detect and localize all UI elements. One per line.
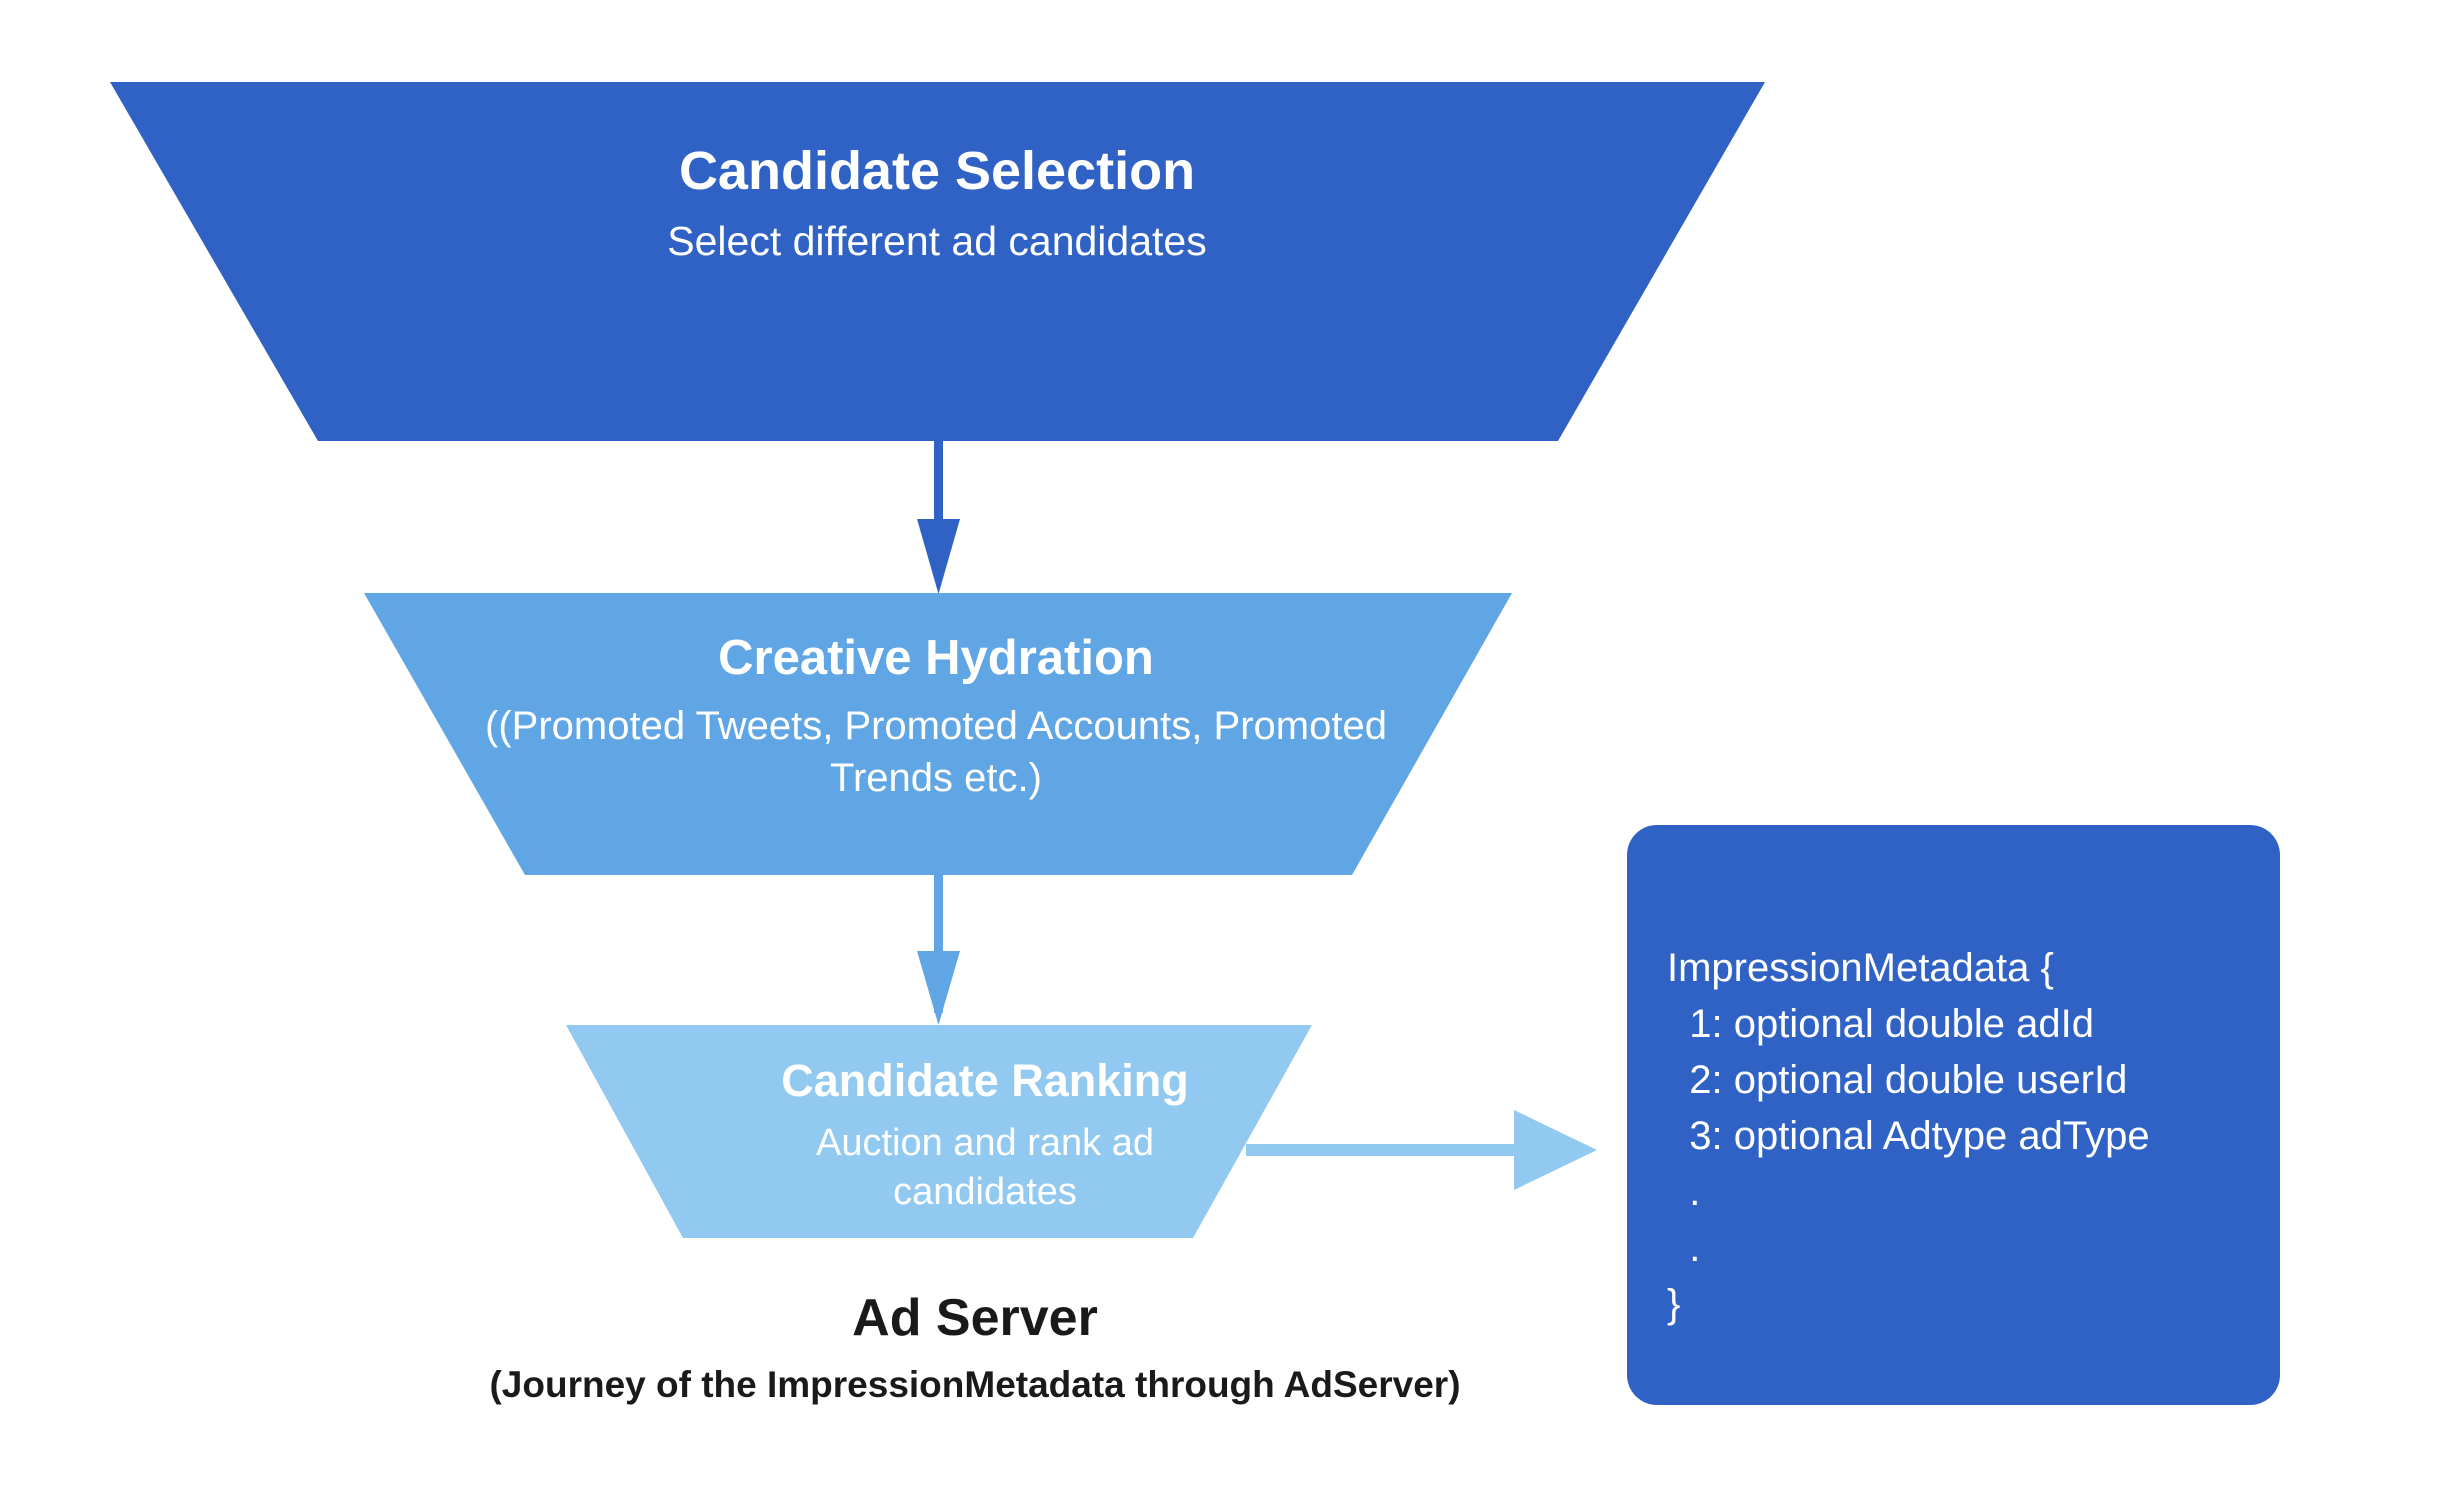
stage-subtitle-line: Select different ad candidates — [667, 218, 1207, 265]
diagram-caption: Ad Server (Journey of the ImpressionMeta… — [260, 1289, 1690, 1408]
code-line: . — [1667, 1170, 1701, 1214]
stage-label-creative-hydration: Creative Hydration ((Promoted Tweets, Pr… — [436, 630, 1436, 804]
code-line: } — [1667, 1282, 1681, 1326]
stage-title-creative-hydration: Creative Hydration — [718, 631, 1154, 685]
stage-label-candidate-selection: Candidate Selection Select different ad … — [427, 140, 1447, 268]
stage-subtitle-creative-hydration: ((Promoted Tweets, Promoted Accounts, Pr… — [436, 700, 1436, 804]
code-line: 1: optional double adId — [1667, 1002, 2095, 1046]
stage-label-candidate-ranking: Candidate Ranking Auction and rank ad ca… — [585, 1055, 1385, 1218]
diagram-subtitle: (Journey of the ImpressionMetadata throu… — [489, 1364, 1461, 1406]
code-line: . — [1667, 1226, 1701, 1270]
stage-subtitle-line: Auction and rank ad — [815, 1121, 1154, 1164]
stage-shape-candidate-selection[interactable] — [110, 82, 1765, 441]
arrow-stage1-to-stage2 — [917, 441, 960, 594]
code-line: ImpressionMetadata { — [1667, 946, 2054, 990]
stage-subtitle-candidate-ranking: Auction and rank ad candidates — [585, 1119, 1385, 1218]
diagram-title: Ad Server — [852, 1289, 1098, 1347]
code-line: 2: optional double userId — [1667, 1058, 2128, 1102]
arrow-stage2-to-stage3 — [917, 875, 960, 1025]
stage-subtitle-line: candidates — [893, 1171, 1077, 1214]
stage-subtitle-candidate-selection: Select different ad candidates — [427, 215, 1447, 268]
code-line: 3: optional Adtype adType — [1667, 1114, 2150, 1158]
stage-shape-candidate-ranking[interactable] — [566, 1025, 1312, 1238]
impression-metadata-card: ImpressionMetadata { 1: optional double … — [1627, 825, 2280, 1405]
stage-shape-creative-hydration[interactable] — [364, 593, 1512, 875]
arrow-stage3-to-code-card — [1246, 1110, 1597, 1190]
stage-title-candidate-ranking: Candidate Ranking — [781, 1055, 1189, 1106]
stage-title-candidate-selection: Candidate Selection — [678, 141, 1196, 201]
stage-subtitle-line: Promoted Trends etc.) — [830, 704, 1387, 801]
stage-subtitle-line: ((Promoted Tweets, Promoted Accounts, — [485, 704, 1203, 749]
